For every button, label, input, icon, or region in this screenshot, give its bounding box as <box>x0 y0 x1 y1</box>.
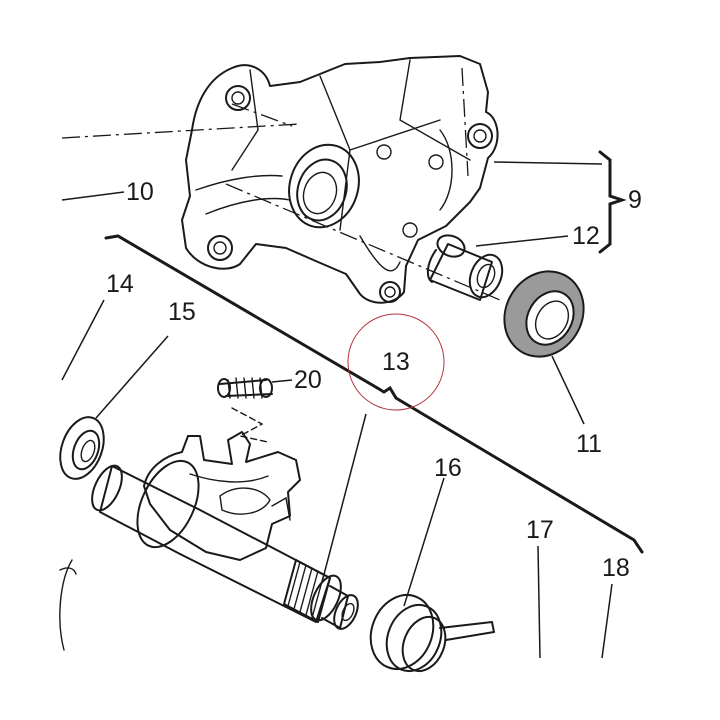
shaft-spline <box>283 559 359 630</box>
leader-18 <box>601 583 613 659</box>
leader-lines <box>61 161 613 659</box>
leader-16 <box>403 477 445 607</box>
callout-12: 12 <box>572 222 600 250</box>
bush-part-12 <box>426 234 504 301</box>
partial-part-edge <box>59 559 73 651</box>
leader-9 <box>493 161 603 165</box>
group-bracket-9 <box>598 150 627 254</box>
callout-16: 16 <box>434 454 462 482</box>
callout-11: 11 <box>576 430 602 458</box>
washer-part-15 <box>59 416 105 480</box>
leader-10 <box>61 191 125 201</box>
return-spring-part-16 <box>369 594 495 673</box>
callout-17: 17 <box>526 516 554 544</box>
callout-10: 10 <box>126 178 154 206</box>
callout-9: 9 <box>628 186 642 214</box>
leader-11 <box>551 355 585 425</box>
callout-15: 15 <box>168 298 196 326</box>
group-divider-bracket <box>104 234 644 554</box>
leader-14 <box>61 299 105 381</box>
leader-17 <box>537 545 541 659</box>
spring-part-20 <box>217 377 273 443</box>
callout-18: 18 <box>602 554 630 582</box>
callout-14: 14 <box>106 270 134 298</box>
highlight-circle <box>347 313 445 411</box>
centerline-shaft <box>225 183 501 301</box>
leader-12 <box>475 235 569 247</box>
centerline-right <box>461 67 469 177</box>
callout-20: 20 <box>294 366 322 394</box>
leader-20 <box>271 379 293 383</box>
centerline-upper <box>61 123 301 139</box>
centerline-boss <box>231 103 293 127</box>
leader-15 <box>95 335 169 419</box>
callout-13: 13 <box>382 348 410 376</box>
oil-seal-part-11 <box>503 270 585 358</box>
gearbox-housing <box>181 55 499 304</box>
partial-part-detail <box>59 567 77 575</box>
gear-selector-shaft-part-13 <box>91 431 359 630</box>
leader-13 <box>321 413 367 583</box>
